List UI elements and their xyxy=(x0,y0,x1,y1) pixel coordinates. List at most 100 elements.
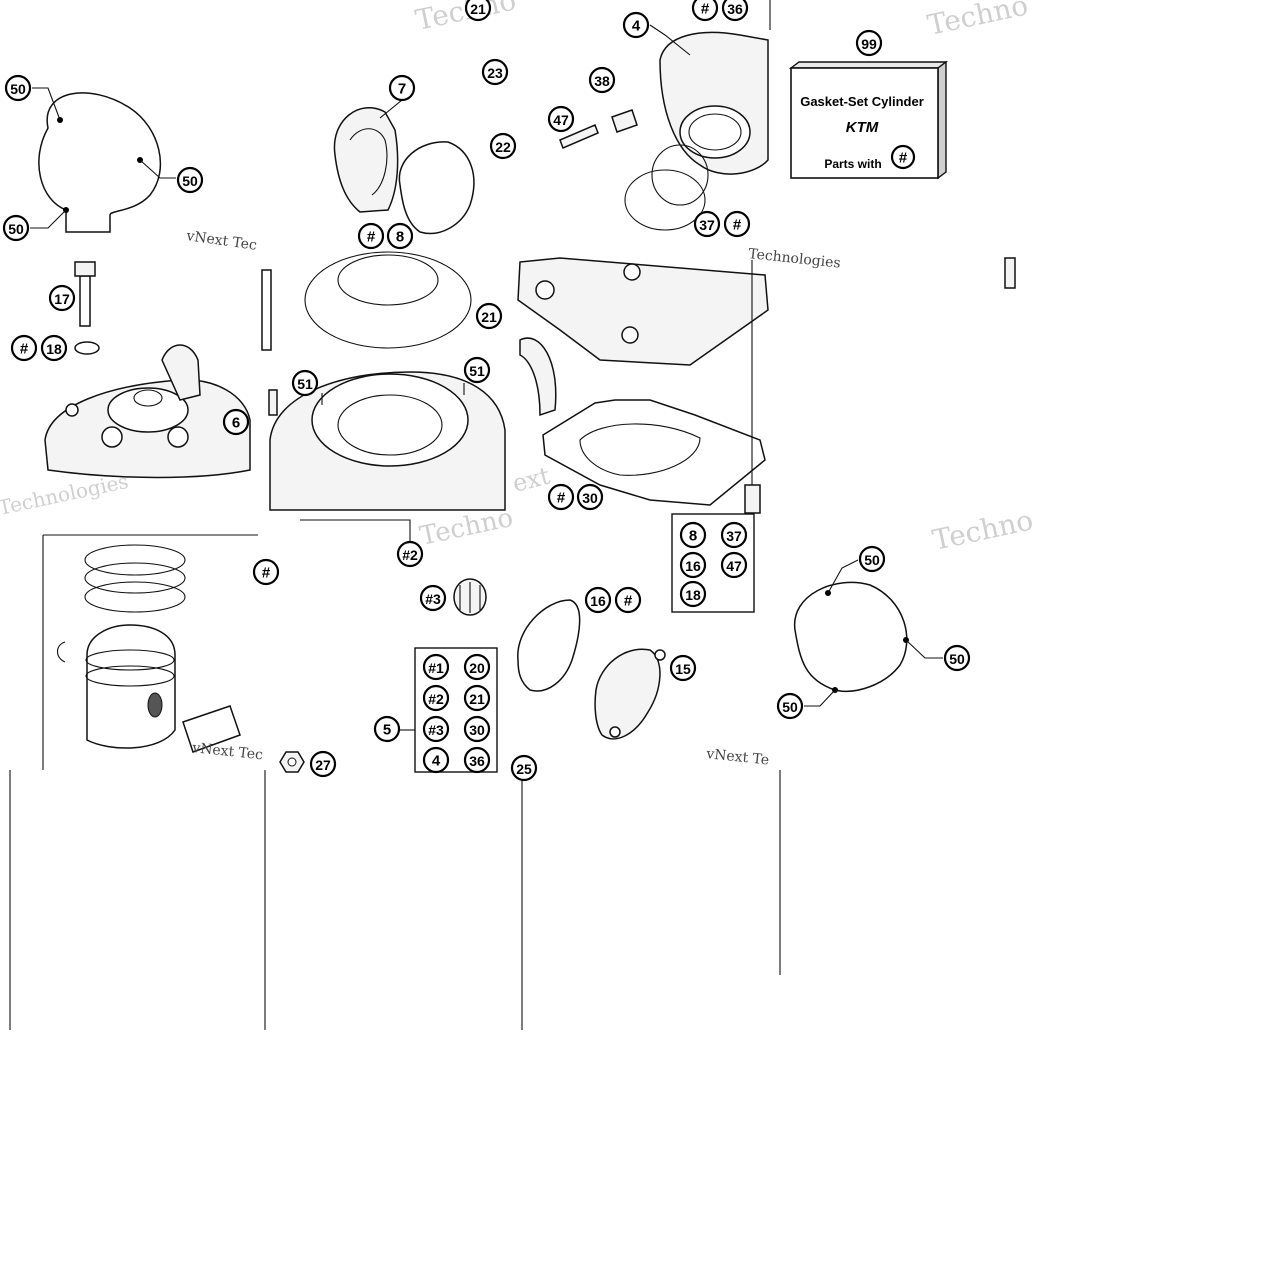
piston-assembly xyxy=(56,544,241,753)
callout-c4: 4 xyxy=(622,11,650,39)
callout-ring xyxy=(386,222,414,250)
callout-label: # xyxy=(20,341,29,358)
callout-label: # xyxy=(701,1,710,18)
exhaust-flange-gasket-left xyxy=(30,87,176,233)
callout-chash16: # xyxy=(614,586,642,614)
watermark-8: vNext Te xyxy=(705,746,770,769)
legend-box-bottom xyxy=(414,647,498,773)
callout-label: 50 xyxy=(949,651,965,667)
callout-label: 36 xyxy=(727,1,743,17)
callout-ring xyxy=(679,551,707,579)
callout-ring xyxy=(463,715,491,743)
callout-c50c: 50 xyxy=(2,214,30,242)
callout-legend-bottom-0: #1 xyxy=(422,653,450,681)
callout-label: 23 xyxy=(487,65,503,81)
exhaust-cover-gasket xyxy=(517,599,666,740)
callout-label: #3 xyxy=(428,722,444,738)
callout-c21top: 21 xyxy=(464,0,492,22)
callout-ring xyxy=(419,584,447,612)
callout-label: 37 xyxy=(726,528,742,544)
callout-ring xyxy=(510,754,538,782)
callout-label: #2 xyxy=(428,691,444,707)
callout-label: 50 xyxy=(182,173,198,189)
callout-label: # xyxy=(367,229,376,246)
callout-kit-99: 99 xyxy=(855,29,883,57)
callout-ring xyxy=(890,144,916,170)
callout-legend-bottom-ref: 5 xyxy=(373,715,401,743)
callout-label: 4 xyxy=(632,18,641,35)
callout-label: 6 xyxy=(232,415,240,432)
callout-legend-top-3: 47 xyxy=(720,551,748,579)
cylinder-head-cover-4 xyxy=(559,24,769,231)
callout-ring xyxy=(252,558,280,586)
watermark-9: ext xyxy=(510,462,553,498)
callout-label: 22 xyxy=(495,139,511,155)
callout-ring xyxy=(622,11,650,39)
callout-ring xyxy=(388,74,416,102)
callout-c50a: 50 xyxy=(4,74,32,102)
callout-ring xyxy=(679,521,707,549)
callout-label: 47 xyxy=(726,558,742,574)
callout-legend-bottom-1: 20 xyxy=(463,653,491,681)
callout-label: 21 xyxy=(469,691,485,707)
callout-kit-hash: # xyxy=(890,144,916,170)
callout-ring xyxy=(464,0,492,22)
watermark-3: Techno xyxy=(930,503,1036,556)
callout-legend-top-1: 37 xyxy=(720,521,748,549)
callout-c16: 16 xyxy=(584,586,612,614)
legend-box-top xyxy=(671,513,755,613)
callout-c21: 21 xyxy=(475,302,503,330)
callout-legend-bottom-5: 30 xyxy=(463,715,491,743)
callout-chash30: # xyxy=(547,483,575,511)
callout-label: # xyxy=(899,150,908,167)
callout-ring xyxy=(489,132,517,160)
cylinder-head xyxy=(44,261,251,479)
nut-27 xyxy=(279,751,305,773)
callout-legend-bottom-6: 4 xyxy=(422,746,450,774)
callout-label: 18 xyxy=(685,587,701,603)
callout-ring xyxy=(291,369,319,397)
callout-c25: 25 xyxy=(510,754,538,782)
callout-chash8: # xyxy=(357,222,385,250)
callout-c47: 47 xyxy=(547,105,575,133)
exhaust-flange-gasket-right xyxy=(794,559,943,707)
callout-ring xyxy=(463,746,491,774)
callout-ring xyxy=(721,0,749,22)
callout-ring xyxy=(475,302,503,330)
cylinder-orings-and-base xyxy=(261,251,506,545)
crankcase-section xyxy=(517,257,769,514)
callout-ring xyxy=(2,214,30,242)
callout-ring xyxy=(943,644,971,672)
callout-ring xyxy=(357,222,385,250)
watermark-2: Techno xyxy=(925,0,1031,42)
callout-ring xyxy=(679,580,707,608)
callout-ring xyxy=(396,540,424,568)
callout-ring xyxy=(693,210,721,238)
needle-bearing xyxy=(453,578,487,616)
parts-with-label: Parts with xyxy=(824,157,881,171)
callout-label: 20 xyxy=(469,660,485,676)
callout-label: 30 xyxy=(582,490,598,506)
callout-ring xyxy=(10,334,38,362)
callout-chash18: # xyxy=(10,334,38,362)
gasket-set-box: Gasket-Set Cylinder KTM Parts with xyxy=(788,60,949,180)
callout-ring xyxy=(309,750,337,778)
callout-ring xyxy=(222,408,250,436)
callout-ring xyxy=(463,356,491,384)
callout-label: 50 xyxy=(10,81,26,97)
callout-legend-top-4: 18 xyxy=(679,580,707,608)
callout-legend-top-2: 16 xyxy=(679,551,707,579)
callout-ring xyxy=(855,29,883,57)
callout-ring xyxy=(858,545,886,573)
callout-label: 25 xyxy=(516,761,532,777)
callout-label: 18 xyxy=(46,341,62,357)
callout-ring xyxy=(48,284,76,312)
callout-label: 47 xyxy=(553,112,569,128)
callout-c7: 7 xyxy=(388,74,416,102)
callout-label: 99 xyxy=(861,36,877,52)
ktm-logo: KTM xyxy=(846,119,879,136)
callout-label: #2 xyxy=(402,547,418,563)
callout-label: 4 xyxy=(432,753,441,770)
callout-label: # xyxy=(262,565,271,582)
callout-label: 30 xyxy=(469,722,485,738)
